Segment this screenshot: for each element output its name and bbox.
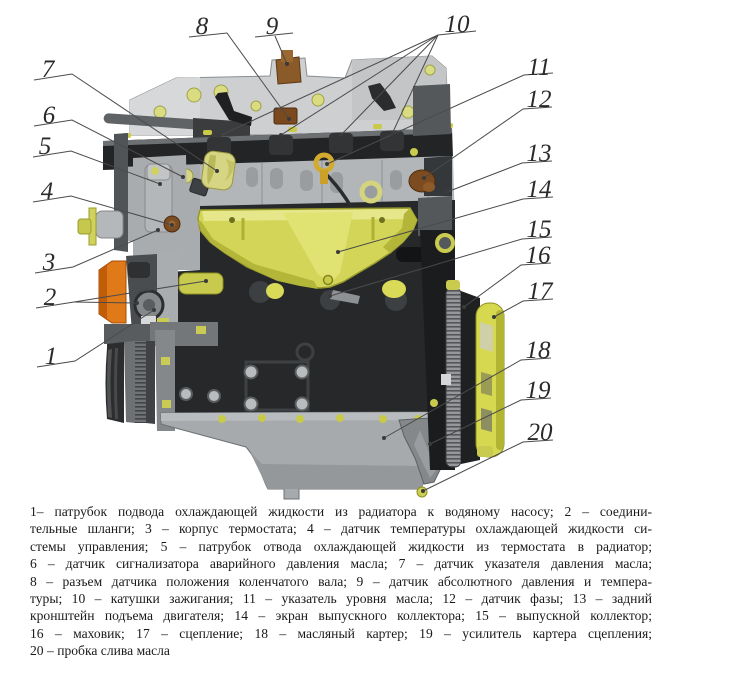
svg-text:8: 8: [196, 13, 209, 40]
svg-text:15: 15: [527, 216, 552, 243]
svg-text:20: 20: [528, 419, 554, 446]
svg-text:7: 7: [42, 56, 56, 83]
svg-text:18: 18: [526, 337, 552, 364]
svg-text:4: 4: [41, 178, 54, 205]
svg-text:5: 5: [39, 133, 52, 160]
svg-text:19: 19: [526, 377, 552, 404]
svg-text:2: 2: [44, 284, 57, 311]
svg-text:12: 12: [527, 86, 552, 113]
svg-text:9: 9: [266, 13, 279, 40]
svg-text:13: 13: [527, 140, 552, 167]
svg-text:3: 3: [42, 249, 56, 276]
svg-text:10: 10: [445, 11, 471, 38]
svg-text:6: 6: [43, 102, 56, 129]
svg-text:17: 17: [528, 278, 555, 305]
svg-text:1: 1: [45, 343, 58, 370]
svg-text:11: 11: [527, 54, 550, 81]
svg-text:14: 14: [527, 176, 552, 203]
svg-text:16: 16: [526, 242, 552, 269]
